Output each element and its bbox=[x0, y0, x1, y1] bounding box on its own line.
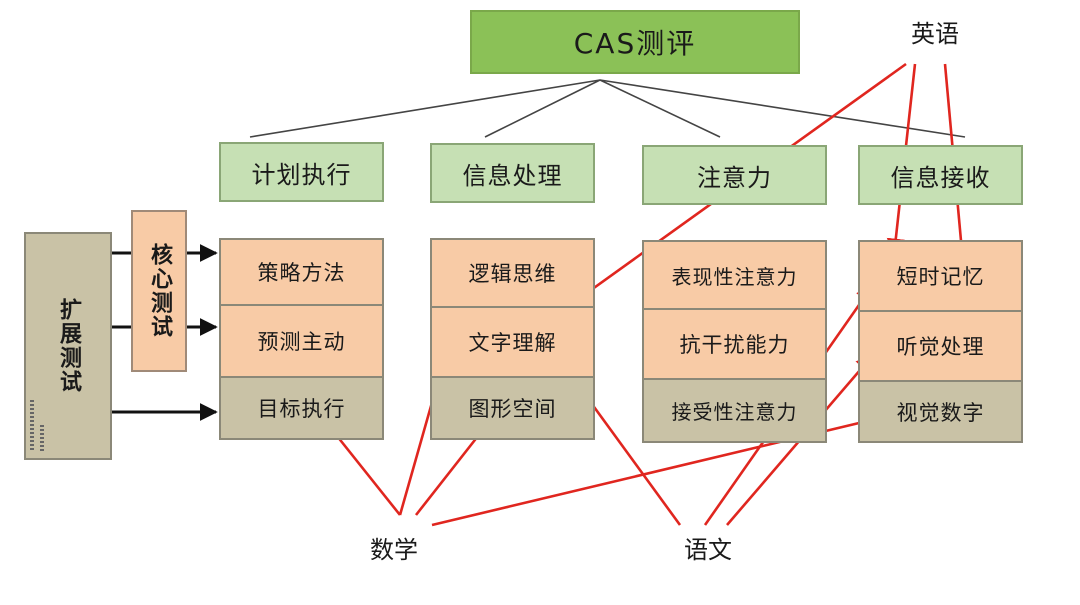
header-label: 信息处理 bbox=[462, 161, 563, 190]
cell-label: 文字理解 bbox=[468, 331, 557, 355]
subject-math: 数学 bbox=[370, 530, 418, 565]
cell-strategy: 策略方法 bbox=[221, 240, 382, 304]
root-label: CAS测评 bbox=[573, 27, 697, 60]
cell-graphic: 图形空间 bbox=[432, 376, 593, 438]
cell-label: 视觉数字 bbox=[896, 400, 985, 425]
subject-english: 英语 bbox=[911, 14, 959, 49]
tree-line-attention bbox=[599, 79, 721, 138]
subject-chinese: 语文 bbox=[684, 530, 732, 565]
cell-label: 策略方法 bbox=[257, 261, 346, 285]
core-test-box: 核心测试 bbox=[131, 210, 187, 372]
tree-line-plan bbox=[249, 79, 601, 138]
subject-label: 语文 bbox=[684, 536, 732, 564]
cell-visual-digit: 视觉数字 bbox=[860, 380, 1021, 441]
cell-label: 表现性注意力 bbox=[671, 264, 798, 289]
cell-label: 接受性注意力 bbox=[671, 400, 798, 424]
cell-anti-interference: 抗干扰能力 bbox=[644, 308, 825, 378]
subject-label: 数学 bbox=[370, 536, 418, 564]
cell-label: 目标执行 bbox=[257, 397, 346, 421]
header-plan-execute: 计划执行 bbox=[219, 142, 384, 202]
cell-short-memory: 短时记忆 bbox=[860, 242, 1021, 310]
tree-line-receive bbox=[599, 79, 966, 138]
column-info-receive: 短时记忆 听觉处理 视觉数字 bbox=[858, 240, 1023, 443]
cell-label: 预测主动 bbox=[257, 330, 346, 354]
cell-logic: 逻辑思维 bbox=[432, 240, 593, 306]
extended-small-print bbox=[30, 400, 34, 452]
root-cas-box: CAS测评 bbox=[470, 10, 800, 74]
column-info-process: 逻辑思维 文字理解 图形空间 bbox=[430, 238, 595, 440]
header-label: 信息接收 bbox=[890, 163, 991, 192]
core-test-label: 核心测试 bbox=[147, 243, 172, 339]
cell-label: 听觉处理 bbox=[896, 335, 985, 359]
header-info-receive: 信息接收 bbox=[858, 145, 1023, 205]
header-label: 注意力 bbox=[697, 163, 772, 192]
column-plan-execute: 策略方法 预测主动 目标执行 bbox=[219, 238, 384, 440]
cell-label: 图形空间 bbox=[468, 397, 557, 421]
cell-expressive-attention: 表现性注意力 bbox=[644, 242, 825, 308]
cell-predict: 预测主动 bbox=[221, 304, 382, 376]
cell-label: 抗干扰能力 bbox=[679, 333, 790, 357]
extended-test-box: 扩展测试 bbox=[24, 232, 112, 460]
cell-text: 文字理解 bbox=[432, 306, 593, 376]
header-info-process: 信息处理 bbox=[430, 143, 595, 203]
cell-receptive-attention: 接受性注意力 bbox=[644, 378, 825, 441]
extended-small-print-2 bbox=[40, 425, 44, 453]
tree-lines bbox=[249, 79, 966, 138]
tree-line-info bbox=[484, 79, 601, 138]
extended-test-label: 扩展测试 bbox=[56, 298, 81, 394]
cell-goal: 目标执行 bbox=[221, 376, 382, 438]
subject-label: 英语 bbox=[911, 20, 959, 48]
header-attention: 注意力 bbox=[642, 145, 827, 205]
cell-label: 短时记忆 bbox=[896, 265, 985, 289]
column-attention: 表现性注意力 抗干扰能力 接受性注意力 bbox=[642, 240, 827, 443]
header-label: 计划执行 bbox=[251, 160, 352, 189]
cell-auditory: 听觉处理 bbox=[860, 310, 1021, 380]
cell-label: 逻辑思维 bbox=[468, 262, 557, 286]
